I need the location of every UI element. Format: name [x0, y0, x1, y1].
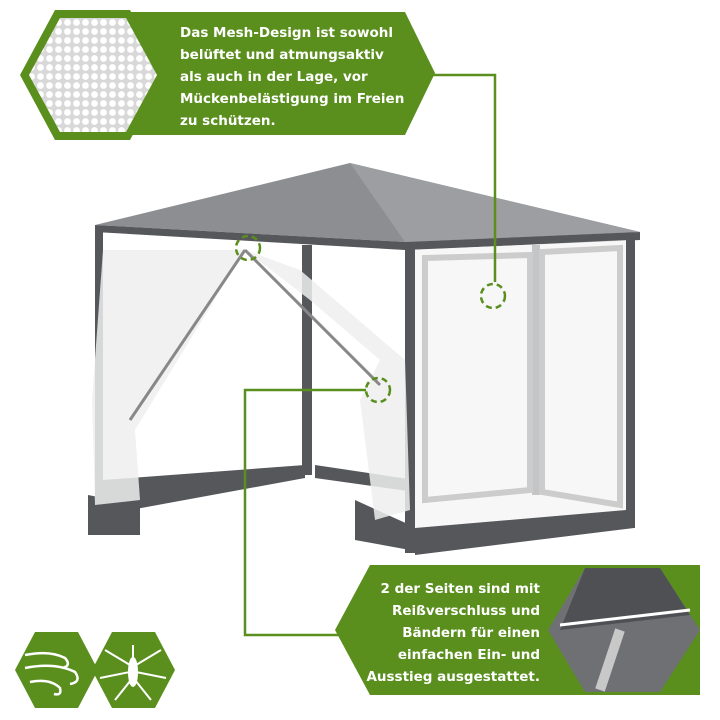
text-line: Ausstieg ausgestattet.	[366, 669, 540, 685]
mesh-callout-banner	[60, 12, 435, 135]
text-line: zu schützen.	[180, 113, 276, 129]
wind-icon	[24, 651, 79, 696]
gazebo	[88, 163, 640, 555]
text-line: belüftet und atmungsaktiv	[180, 47, 384, 63]
text-line: als auch in der Lage, vor	[180, 69, 368, 85]
mosquito-icon	[99, 645, 167, 701]
text-line: Das Mesh-Design ist sowohl	[180, 25, 394, 41]
text-line: Mückenbelästigung im Freien	[180, 91, 405, 107]
text-line: einfachen Ein- und	[397, 647, 540, 663]
text-line: Bändern für einen	[402, 625, 540, 641]
zipper-callout-text: 2 der Seiten sind mit Reißverschluss und…	[360, 578, 540, 688]
text-line: Reißverschluss und	[391, 603, 540, 619]
callout-lines	[234, 73, 507, 637]
mesh-callout-text: Das Mesh-Design ist sowohl belüftet und …	[180, 22, 430, 132]
text-line: 2 der Seiten sind mit	[380, 581, 540, 597]
